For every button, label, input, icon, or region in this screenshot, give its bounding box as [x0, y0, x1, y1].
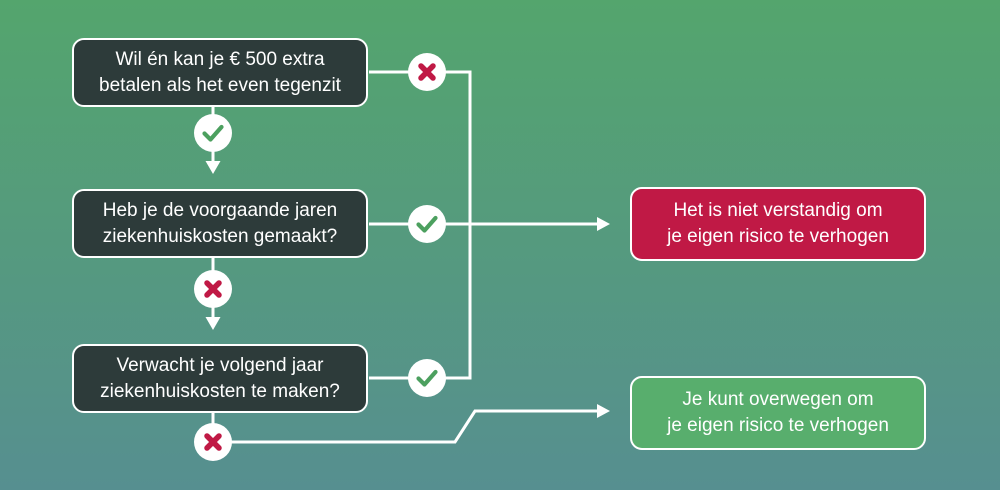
check-icon	[408, 205, 446, 243]
result-box-positive: Je kunt overwegen om je eigen risico te …	[630, 376, 926, 450]
question-box-1: Wil én kan je € 500 extra betalen als he…	[72, 38, 368, 107]
cross-stroke	[204, 280, 222, 298]
question-box-2: Heb je de voorgaande jaren ziekenhuiskos…	[72, 189, 368, 258]
cross-glyph	[418, 63, 436, 81]
cross-stroke	[418, 63, 436, 81]
question-2-line-2: ziekenhuiskosten gemaakt?	[102, 225, 338, 247]
cross-icon	[408, 53, 446, 91]
cross-icon	[194, 423, 232, 461]
cross-stroke	[204, 433, 222, 451]
question-2-line-1: Heb je de voorgaande jaren	[102, 199, 338, 221]
result-negative-line-2: je eigen risico te verhogen	[667, 226, 889, 247]
result-positive-line-2: je eigen risico te verhogen	[667, 415, 889, 436]
arrowhead-into-positive	[597, 404, 610, 418]
question-1-line-1: Wil én kan je € 500 extra	[115, 48, 325, 70]
question-box-3: Verwacht je volgend jaar ziekenhuiskoste…	[72, 344, 368, 413]
arrowhead-into-negative	[597, 217, 610, 231]
question-3-line-1: Verwacht je volgend jaar	[116, 354, 324, 376]
check-glyph	[416, 369, 438, 387]
connector-q3-no-to-positive	[211, 409, 597, 444]
check-icon	[408, 359, 446, 397]
check-stroke	[416, 215, 438, 233]
arrowhead-group	[205, 161, 610, 418]
cross-glyph	[204, 433, 222, 451]
check-icon	[194, 114, 232, 152]
result-positive-line-1: Je kunt overwegen om	[682, 389, 874, 410]
cross-glyph	[204, 280, 222, 298]
check-glyph	[202, 124, 224, 142]
arrowhead-into-q2	[205, 161, 221, 174]
check-stroke	[202, 124, 224, 142]
result-negative-line-1: Het is niet verstandig om	[673, 200, 883, 221]
question-1-line-2: betalen als het even tegenzit	[99, 74, 341, 96]
arrowhead-into-q3	[205, 317, 221, 330]
check-glyph	[416, 215, 438, 233]
cross-icon	[194, 270, 232, 308]
result-box-negative: Het is niet verstandig om je eigen risic…	[630, 187, 926, 261]
check-stroke	[416, 369, 438, 387]
question-3-line-2: ziekenhuiskosten te maken?	[100, 380, 340, 402]
